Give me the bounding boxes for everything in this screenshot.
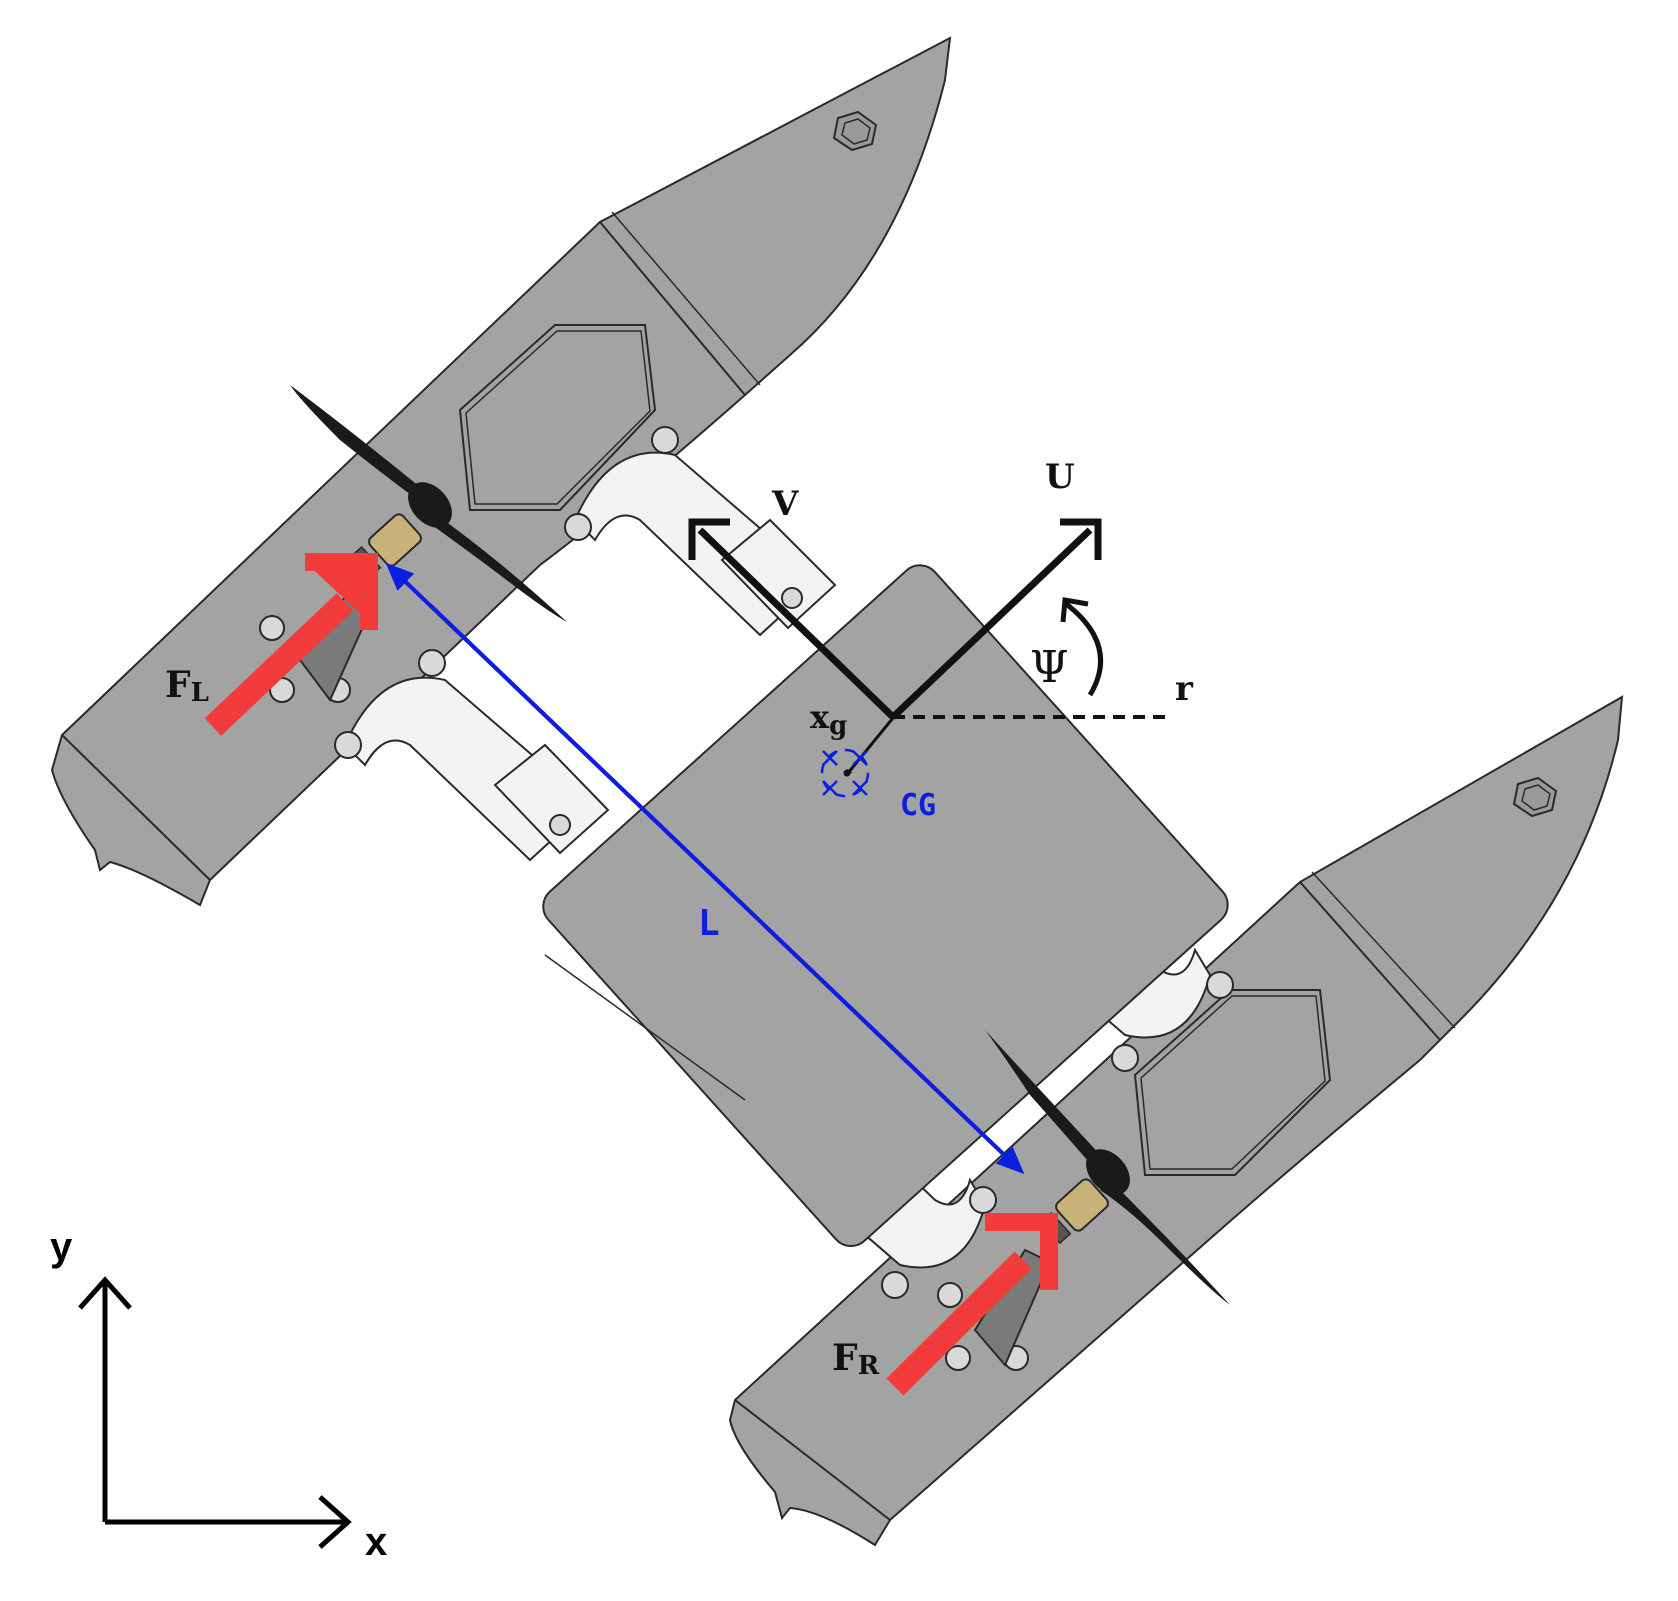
length-line <box>385 562 1025 1175</box>
label-force-right-sub: R <box>858 1351 880 1381</box>
propeller-left <box>290 385 567 622</box>
label-u: U <box>1045 457 1075 497</box>
label-cg: CG <box>900 788 936 823</box>
label-force-left-sub: L <box>191 678 209 708</box>
label-force-left: FL <box>165 664 209 708</box>
yaw-rate-arrow <box>1060 597 1104 697</box>
label-xg-main: x <box>810 698 830 736</box>
label-force-right-main: F <box>832 1337 858 1379</box>
label-xg-sub: g <box>829 711 847 741</box>
cg-marker <box>820 748 870 798</box>
label-length: L <box>698 903 720 944</box>
force-arrow-right <box>886 1213 1058 1396</box>
center-electronics-box <box>542 564 1229 1248</box>
label-psi: Ψ <box>1030 642 1069 693</box>
label-v: V <box>771 484 799 524</box>
label-r: r <box>1175 669 1194 709</box>
label-force-right: FR <box>832 1337 880 1381</box>
bracket-rear-left <box>343 676 610 862</box>
label-axis-x: x <box>365 1520 387 1564</box>
force-arrow-left <box>204 553 378 736</box>
velocity-v-arrow <box>688 518 896 720</box>
propeller-right <box>985 1030 1230 1305</box>
coordinate-axes <box>78 1276 352 1549</box>
label-axis-y: y <box>50 1225 73 1269</box>
velocity-u-arrow <box>890 518 1102 720</box>
label-force-left-main: F <box>165 664 191 706</box>
label-xg: xg <box>810 698 847 741</box>
